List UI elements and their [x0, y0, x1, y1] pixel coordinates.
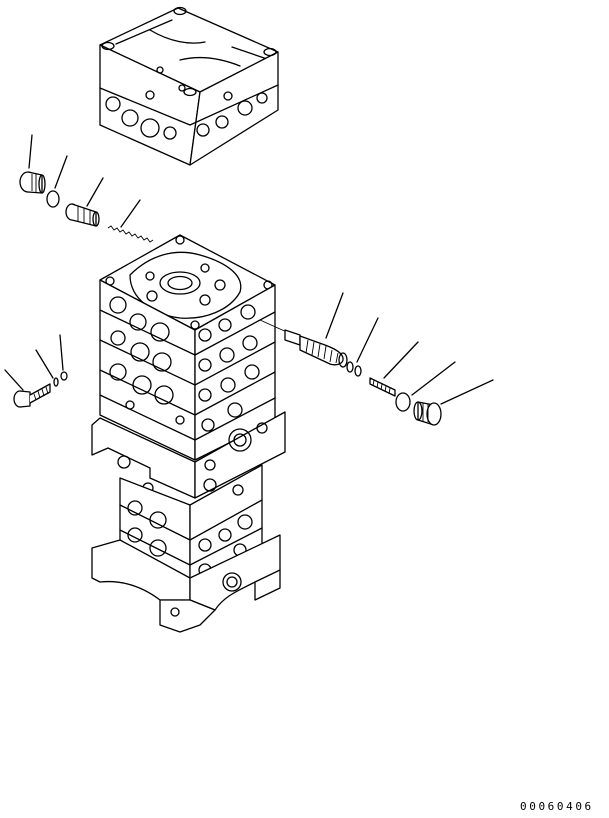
spring-right [369, 377, 396, 397]
plug-left-upper [19, 171, 46, 194]
bolt-left-lower [13, 383, 51, 408]
diagram-code-label: 00060406 [520, 800, 594, 813]
leader-lines [4, 134, 494, 405]
relief-valve-right [259, 319, 348, 368]
o-ring-left-upper [46, 190, 60, 208]
main-valve-stack [91, 234, 286, 633]
plug-right [413, 401, 442, 426]
top-cover-block [99, 6, 279, 166]
o-rings-right [346, 361, 362, 377]
o-ring-right [395, 392, 411, 412]
o-ring-left-lower [60, 371, 68, 381]
spring-left [107, 225, 154, 243]
washer-left-lower [53, 377, 59, 387]
spool-poppet-left [65, 203, 100, 227]
stack-ports-left [109, 296, 185, 425]
stack-ports-right [198, 304, 260, 432]
